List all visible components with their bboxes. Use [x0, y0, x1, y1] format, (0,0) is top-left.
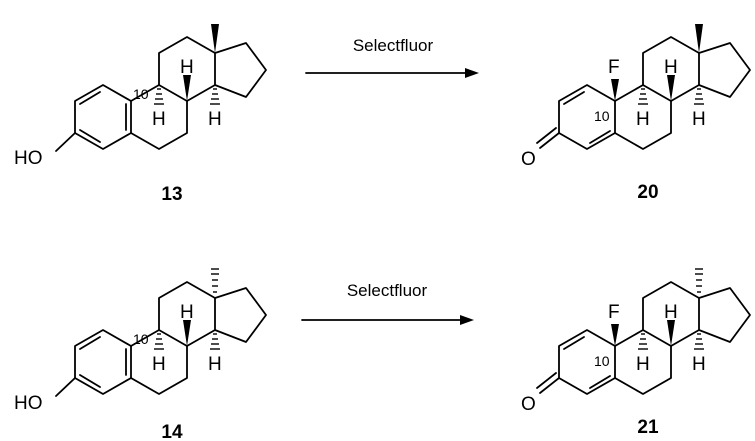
h9-label: H	[636, 354, 650, 375]
reagent-label: Selectfluor	[347, 281, 428, 300]
fluorine-label: F	[608, 57, 620, 78]
h14-label: H	[692, 109, 706, 130]
reaction-2: HO 10 H H H 14 Selectfluor F O 10 H	[14, 268, 751, 441]
c10-locant: 10	[133, 331, 149, 347]
c10-locant: 10	[594, 353, 610, 369]
hydroxyl-label: HO	[14, 148, 43, 169]
compound-number: 21	[637, 417, 659, 438]
c10-locant: 10	[594, 108, 610, 124]
compound-14: HO 10 H H H 14	[14, 268, 267, 441]
compound-number: 14	[161, 422, 183, 441]
c10-locant: 10	[133, 86, 149, 102]
h14-label: H	[692, 354, 706, 375]
h9-label: H	[152, 354, 166, 375]
h8-label: H	[664, 302, 678, 323]
h8-label: H	[180, 57, 194, 78]
h14-label: H	[208, 354, 222, 375]
hydroxyl-label: HO	[14, 393, 43, 414]
reagent-label: Selectfluor	[353, 36, 434, 55]
oxygen-label: O	[521, 394, 536, 415]
compound-21: F O 10 H H H 21	[521, 268, 751, 438]
h9-label: H	[152, 109, 166, 130]
oxygen-label: O	[521, 149, 536, 170]
compound-number: 13	[161, 184, 182, 205]
reaction-arrow	[305, 68, 479, 78]
h8-label: H	[180, 302, 194, 323]
fluorine-label: F	[608, 302, 620, 323]
compound-number: 20	[637, 182, 658, 203]
c13-methyl-hash	[211, 268, 219, 293]
h14-label: H	[208, 109, 222, 130]
reaction-1: HO 10 H H H 13 Selectfluor F O 10 H H H …	[14, 24, 751, 205]
h9-label: H	[636, 109, 650, 130]
h8-label: H	[664, 57, 678, 78]
c13-methyl-hash	[695, 268, 703, 293]
compound-20: F O 10 H H H 20	[521, 24, 751, 203]
c13-methyl-wedge	[695, 24, 703, 53]
reaction-arrow	[301, 315, 474, 325]
compound-13: HO 10 H H H 13	[14, 24, 267, 205]
c13-methyl-wedge	[211, 24, 219, 53]
